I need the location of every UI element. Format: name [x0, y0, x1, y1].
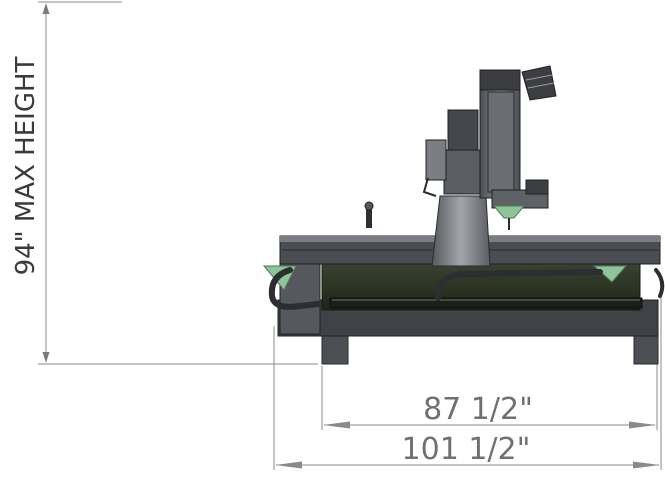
left-cable-hose	[268, 267, 321, 310]
inner-arrow-left	[323, 421, 350, 429]
tool-motor	[447, 109, 479, 151]
height-arrow-bottom	[42, 352, 50, 363]
height-dimension: 94" MAX HEIGHT	[11, 1, 318, 365]
inner-width-label: 87 1/2"	[423, 392, 533, 427]
top-motor-fin-2	[527, 82, 555, 89]
left-clamp	[366, 206, 372, 228]
outer-arrow-left	[275, 461, 302, 469]
outer-arrow-right	[633, 461, 660, 469]
height-arrow-top	[42, 3, 50, 14]
tool-bracket	[422, 177, 437, 197]
outer-width-label: 101 1/2"	[402, 432, 531, 467]
dust-shoe	[525, 179, 549, 195]
spindle-collar	[492, 205, 526, 219]
inner-arrow-right	[629, 421, 656, 429]
z-axis-plate	[487, 91, 515, 193]
top-motor-fin-1	[525, 74, 553, 81]
center-cable-hose	[435, 269, 603, 301]
right-cable-hose	[654, 268, 665, 298]
gantry-column	[431, 195, 491, 267]
width-dimensions: 87 1/2" 101 1/2"	[273, 290, 662, 470]
cnc-machine	[262, 65, 665, 365]
left-clamp-knob	[364, 201, 374, 211]
front-rail	[329, 297, 643, 309]
tool-mount	[443, 149, 481, 195]
max-height-label: 94" MAX HEIGHT	[11, 56, 41, 275]
top-motor	[521, 65, 557, 101]
z-axis-cap	[479, 69, 521, 91]
tool-clamp	[425, 139, 447, 181]
